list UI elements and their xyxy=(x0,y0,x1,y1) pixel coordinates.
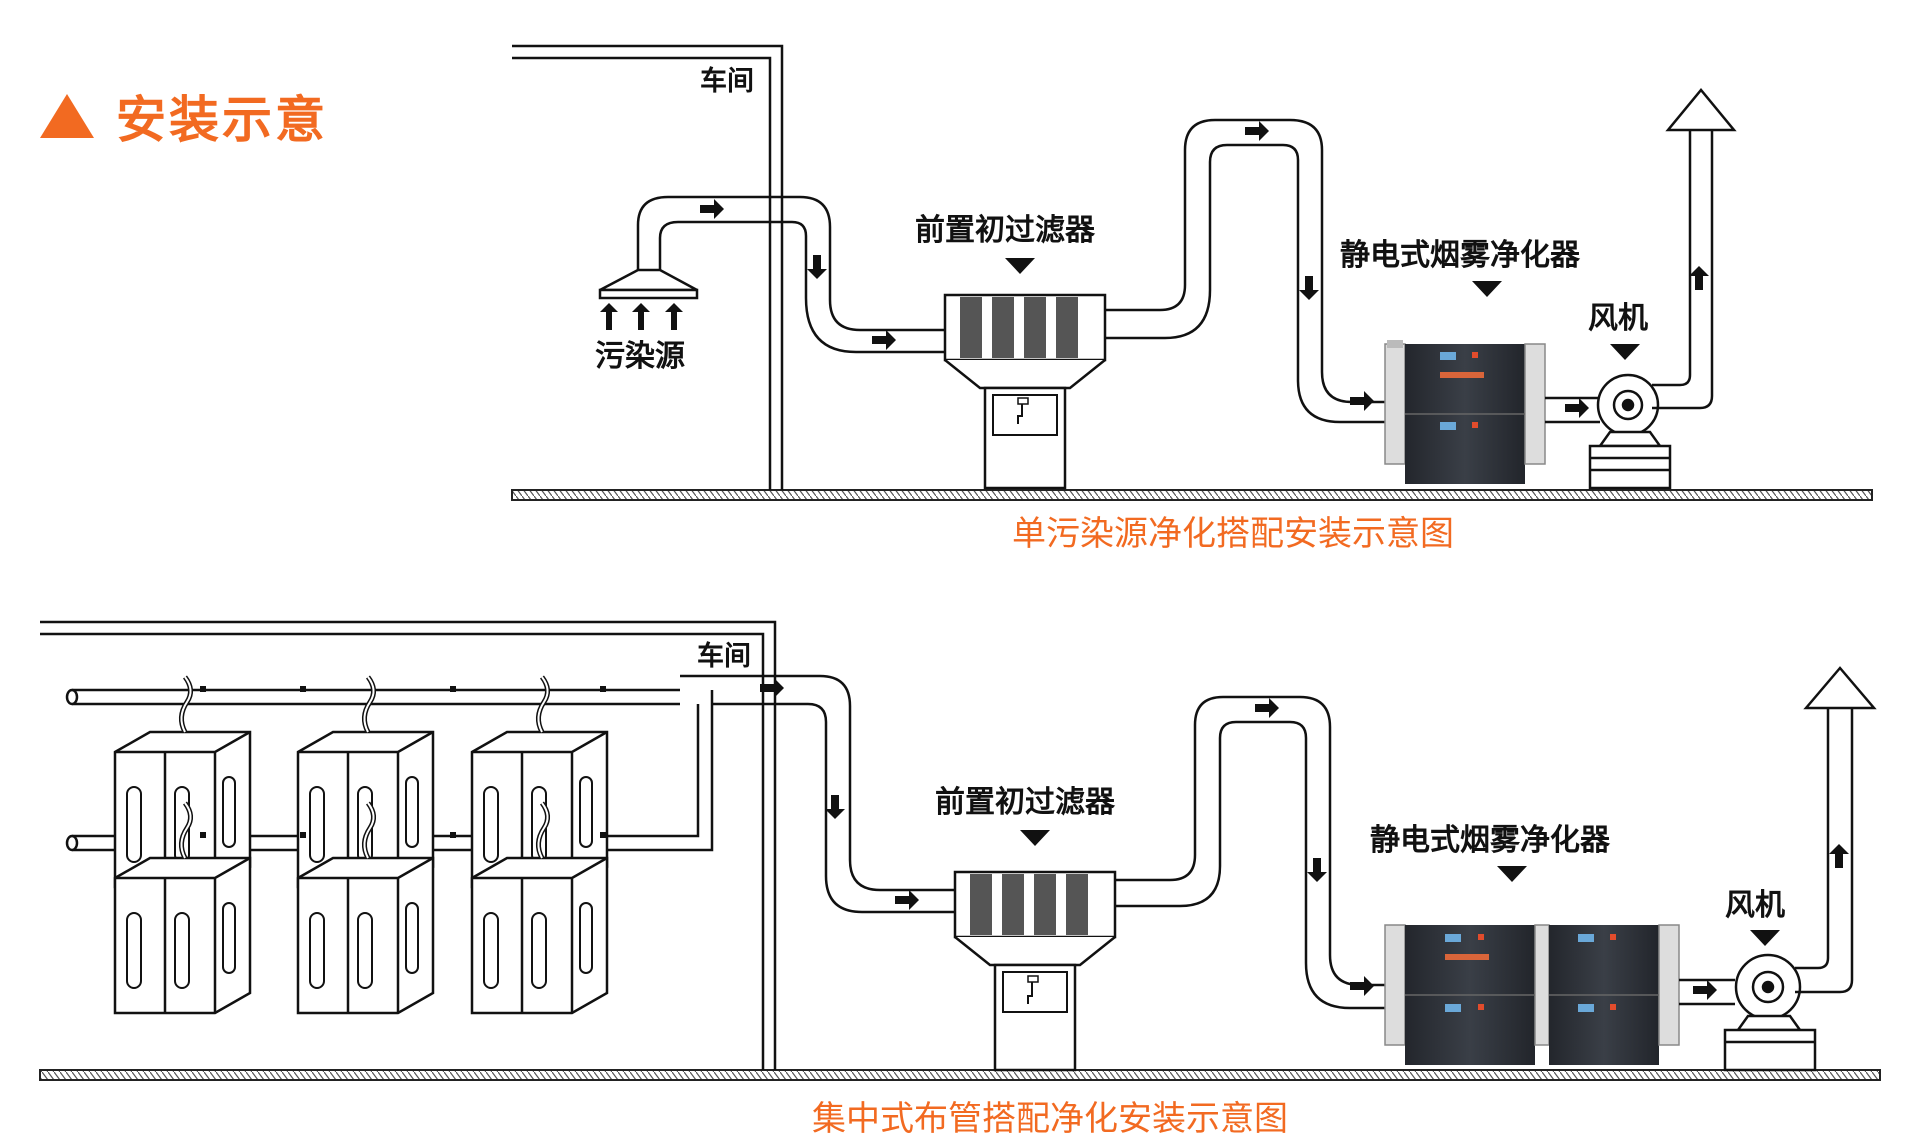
fan-label: 风机 xyxy=(1725,888,1785,923)
warning-triangle-icon xyxy=(40,94,94,138)
spray-booths xyxy=(113,675,609,1015)
flow-arrow-icon xyxy=(760,678,919,910)
exhaust-stack xyxy=(1652,130,1714,410)
workshop-wall xyxy=(512,44,784,490)
booth-unit xyxy=(113,801,252,1015)
duct-main-to-prefilter xyxy=(680,674,955,914)
booth-unit xyxy=(470,801,609,1015)
electrostatic-purifier-unit xyxy=(1384,924,1680,1065)
header-pipes xyxy=(65,688,714,852)
pointer-arrow-icon xyxy=(1610,344,1640,360)
flow-arrow-icon xyxy=(1565,398,1589,418)
pipe-hanger xyxy=(200,832,206,838)
pipe-hanger xyxy=(300,832,306,838)
exhaust-hood xyxy=(598,268,699,300)
electrostatic-purifier-unit xyxy=(1384,340,1546,484)
chimney-cap-icon xyxy=(1665,88,1737,132)
chimney-cap-icon xyxy=(1803,666,1877,710)
prefilter-label: 前置初过滤器 xyxy=(915,213,1096,248)
section-title: 安装示意 xyxy=(116,91,328,149)
pipe-hanger xyxy=(300,686,306,692)
pointer-arrow-icon xyxy=(1750,930,1780,946)
purifier-label: 静电式烟雾净化器 xyxy=(1340,238,1581,273)
prefilter-unit xyxy=(943,293,1107,490)
fan-unit xyxy=(1588,373,1672,490)
duct-prefilter-to-purifier xyxy=(1115,695,1385,1010)
prefilter-label: 前置初过滤器 xyxy=(935,785,1116,820)
section-heading: 安装示意 xyxy=(40,80,328,152)
pipe-hanger xyxy=(450,686,456,692)
flow-arrow-icon xyxy=(1245,121,1374,411)
exhaust-stack xyxy=(1795,708,1854,994)
duct-hood-to-prefilter xyxy=(636,195,945,354)
booth-unit xyxy=(296,801,435,1015)
duct-purifier-to-fan xyxy=(1545,396,1600,424)
workshop-label: 车间 xyxy=(700,65,754,97)
flow-arrow-icon xyxy=(700,199,896,350)
duct-prefilter-to-purifier xyxy=(1105,118,1385,424)
flow-arrow-icon xyxy=(1689,266,1709,290)
booth-unit xyxy=(113,675,252,889)
ground-line xyxy=(511,489,1873,501)
purifier-label: 静电式烟雾净化器 xyxy=(1370,823,1611,858)
pipe-hanger xyxy=(600,832,606,838)
pointer-arrow-icon xyxy=(1005,258,1035,274)
pollution-source-label: 污染源 xyxy=(595,339,685,374)
pipe-hanger xyxy=(450,832,456,838)
prefilter-unit xyxy=(953,870,1117,1072)
pointer-arrow-icon xyxy=(1472,281,1502,297)
pipe-hanger xyxy=(200,686,206,692)
source-arrows xyxy=(600,303,683,330)
pipe-hanger xyxy=(600,686,606,692)
flow-arrow-icon xyxy=(1829,844,1849,868)
caption-centralized: 集中式布管搭配净化安装示意图 xyxy=(812,1099,1288,1139)
fan-unit xyxy=(1723,953,1817,1072)
fan-label: 风机 xyxy=(1588,301,1648,336)
flow-arrow-icon xyxy=(1255,698,1374,996)
workshop-label: 车间 xyxy=(697,640,751,672)
flow-arrow-icon xyxy=(1693,980,1717,1000)
ground-line xyxy=(39,1069,1881,1081)
diagram-single-source: 车间 污染源 xyxy=(511,44,1873,554)
workshop-wall xyxy=(40,620,777,1070)
diagram-centralized: 车间 xyxy=(39,620,1881,1139)
pointer-arrow-icon xyxy=(1020,830,1050,846)
pointer-arrow-icon xyxy=(1497,866,1527,882)
caption-single: 单污染源净化搭配安装示意图 xyxy=(1012,514,1454,554)
